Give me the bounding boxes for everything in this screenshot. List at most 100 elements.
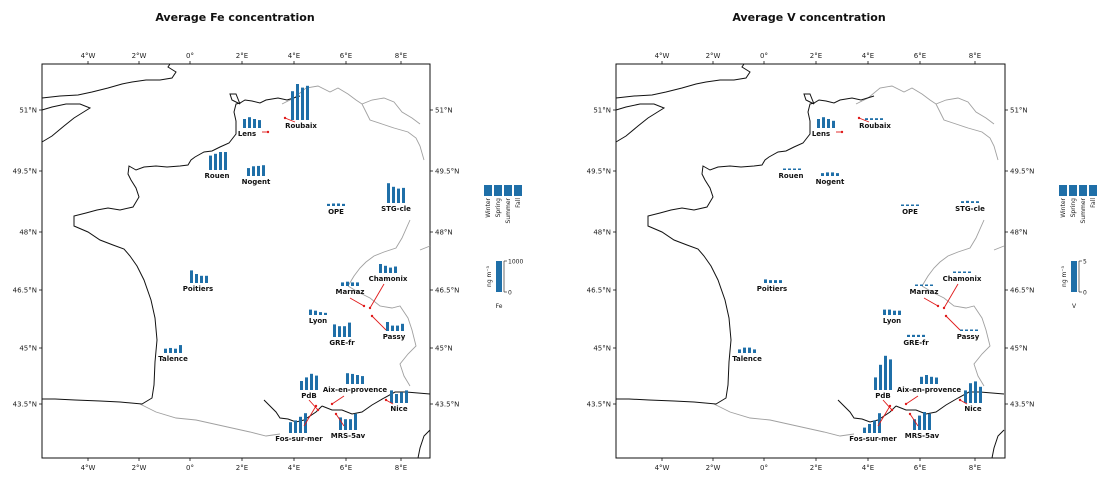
site-label: Chamonix (943, 275, 982, 283)
site-bar (351, 373, 354, 384)
lat-tick-label-left: 43.5°N (587, 401, 611, 409)
site-label: Talence (158, 355, 188, 363)
scale-unit-label: ng m⁻³ (1061, 265, 1068, 287)
lat-tick-label-right: 46.5°N (1010, 287, 1034, 295)
site-lyon: Lyon (883, 309, 901, 325)
site-pointer-head (904, 402, 908, 406)
site-bar (390, 390, 393, 403)
site-bar (928, 413, 931, 430)
site-bar (783, 168, 786, 170)
panel-left-title: Average Fe concentration (155, 11, 315, 24)
site-bar (930, 284, 933, 286)
site-bar (296, 84, 299, 120)
lon-tick-label-top: 8°E (969, 52, 981, 60)
scale-min-label: 0 (1083, 290, 1087, 297)
site-talence: Talence (732, 347, 762, 363)
site-bar (356, 375, 359, 384)
site-bar (966, 200, 969, 203)
site-bar (294, 420, 297, 433)
lon-tick-label-top: 2°W (706, 52, 721, 60)
site-bar (306, 85, 309, 120)
site-bar (874, 377, 877, 390)
coastline-england (615, 63, 751, 143)
site-pointer-head (944, 314, 948, 318)
site-bar (349, 419, 352, 430)
site-pointer-head (890, 408, 894, 412)
site-label: Lyon (309, 317, 327, 325)
site-bar (309, 309, 312, 315)
site-bar (935, 377, 938, 384)
lat-tick-label-left: 45°N (19, 345, 37, 353)
site-pointer-head (362, 304, 366, 308)
lat-tick-label-right: 49.5°N (435, 168, 459, 176)
site-bar (916, 204, 919, 206)
lat-tick-label-right: 45°N (435, 345, 453, 353)
site-bar (305, 377, 308, 390)
scale-unit-label: ng m⁻³ (486, 265, 493, 287)
coastline-france (616, 95, 875, 405)
site-label: GRE-fr (329, 339, 355, 347)
site-bar (901, 204, 904, 206)
site-bar (970, 329, 973, 331)
site-bar (873, 420, 876, 433)
site-bar (915, 284, 918, 286)
site-label: Lyon (883, 317, 901, 325)
site-pointer-head (283, 116, 287, 120)
site-mrs-5av: MRS-5av (905, 412, 940, 440)
site-roubaix: Roubaix (283, 84, 317, 130)
site-bar (738, 349, 741, 353)
site-label: GRE-fr (903, 339, 929, 347)
site-roubaix: Roubaix (857, 116, 891, 130)
site-bar (319, 312, 322, 315)
site-pointer-arrow (335, 413, 345, 427)
site-bar (793, 168, 796, 170)
lat-tick-label-right: 43.5°N (1010, 401, 1034, 409)
geography (615, 63, 1005, 459)
site-label: Poitiers (183, 285, 213, 293)
site-pointer-head (942, 306, 946, 310)
site-poitiers: Poitiers (183, 270, 213, 293)
site-label: Nice (964, 405, 981, 413)
site-label: PdB (875, 392, 890, 400)
coastline-mediterranean (837, 391, 1005, 459)
site-bar (314, 310, 317, 315)
lon-tick-label-top: 2°W (132, 52, 147, 60)
site-pointer-head (330, 402, 334, 406)
site-mrs-5av: MRS-5av (331, 412, 366, 440)
site-label: OPE (902, 208, 918, 216)
site-bar (257, 165, 260, 176)
lat-tick-label-left: 48°N (19, 229, 37, 237)
site-label: Lens (812, 130, 830, 138)
site-bar (262, 165, 265, 176)
site-label: Passy (383, 333, 406, 341)
site-bar (821, 173, 824, 176)
site-bar (289, 422, 292, 433)
site-bar (863, 427, 866, 433)
scale-bar (496, 261, 502, 292)
site-bar (748, 347, 751, 353)
site-label: Rouen (205, 172, 230, 180)
site-lens: Lens (812, 117, 844, 138)
site-pointer-head (384, 398, 388, 402)
site-bar (788, 168, 791, 170)
season-legend-label: Fall (515, 198, 522, 208)
site-bar (190, 270, 193, 283)
lon-tick-label-bottom: 0° (186, 464, 194, 472)
season-legend-label: Summer (1080, 197, 1087, 223)
site-bar (299, 416, 302, 433)
lat-tick-label-right: 51°N (435, 107, 453, 115)
site-gre-fr: GRE-fr (329, 322, 355, 347)
site-bar (912, 334, 915, 337)
map-panel-1: 4°W4°W2°W2°W0°0°2°E2°E4°E4°E6°E6°E8°E8°E… (587, 52, 1097, 472)
site-bar (300, 381, 303, 390)
coastline-channel (229, 93, 241, 105)
site-pdb: PdB (300, 373, 320, 412)
site-bar (753, 349, 756, 353)
coastline-france (42, 95, 301, 405)
country-borders (713, 85, 1005, 437)
lon-tick-label-top: 4°E (288, 52, 300, 60)
site-bar (922, 334, 925, 337)
site-bar (917, 334, 920, 337)
